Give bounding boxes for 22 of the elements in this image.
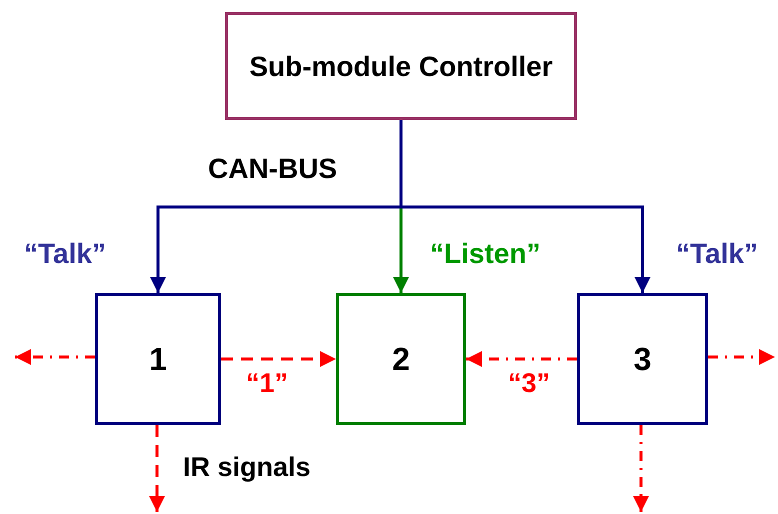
- mode-label: “Talk”: [24, 238, 106, 270]
- arrow: [466, 351, 577, 367]
- process-box: [225, 12, 577, 120]
- process-box: [336, 293, 466, 425]
- arrow: [15, 349, 95, 365]
- box-label: 1: [149, 340, 167, 379]
- edge-label: IR signals: [183, 452, 311, 483]
- mode-label: “Talk”: [676, 238, 758, 270]
- bus-label: CAN-BUS: [208, 153, 338, 185]
- edge-label: “1”: [246, 368, 288, 399]
- box-label: 2: [392, 340, 410, 379]
- mode-label: “Listen”: [430, 238, 540, 270]
- arrow: [400, 120, 650, 293]
- arrow: [149, 425, 165, 512]
- box-label: 3: [634, 340, 652, 379]
- edge-label: “3”: [508, 368, 550, 399]
- process-box: [577, 293, 708, 425]
- arrow: [708, 349, 775, 365]
- box-label: Sub-module Controller: [249, 50, 553, 84]
- process-box: [95, 293, 221, 425]
- arrow: [221, 351, 336, 367]
- arrow: [633, 425, 649, 512]
